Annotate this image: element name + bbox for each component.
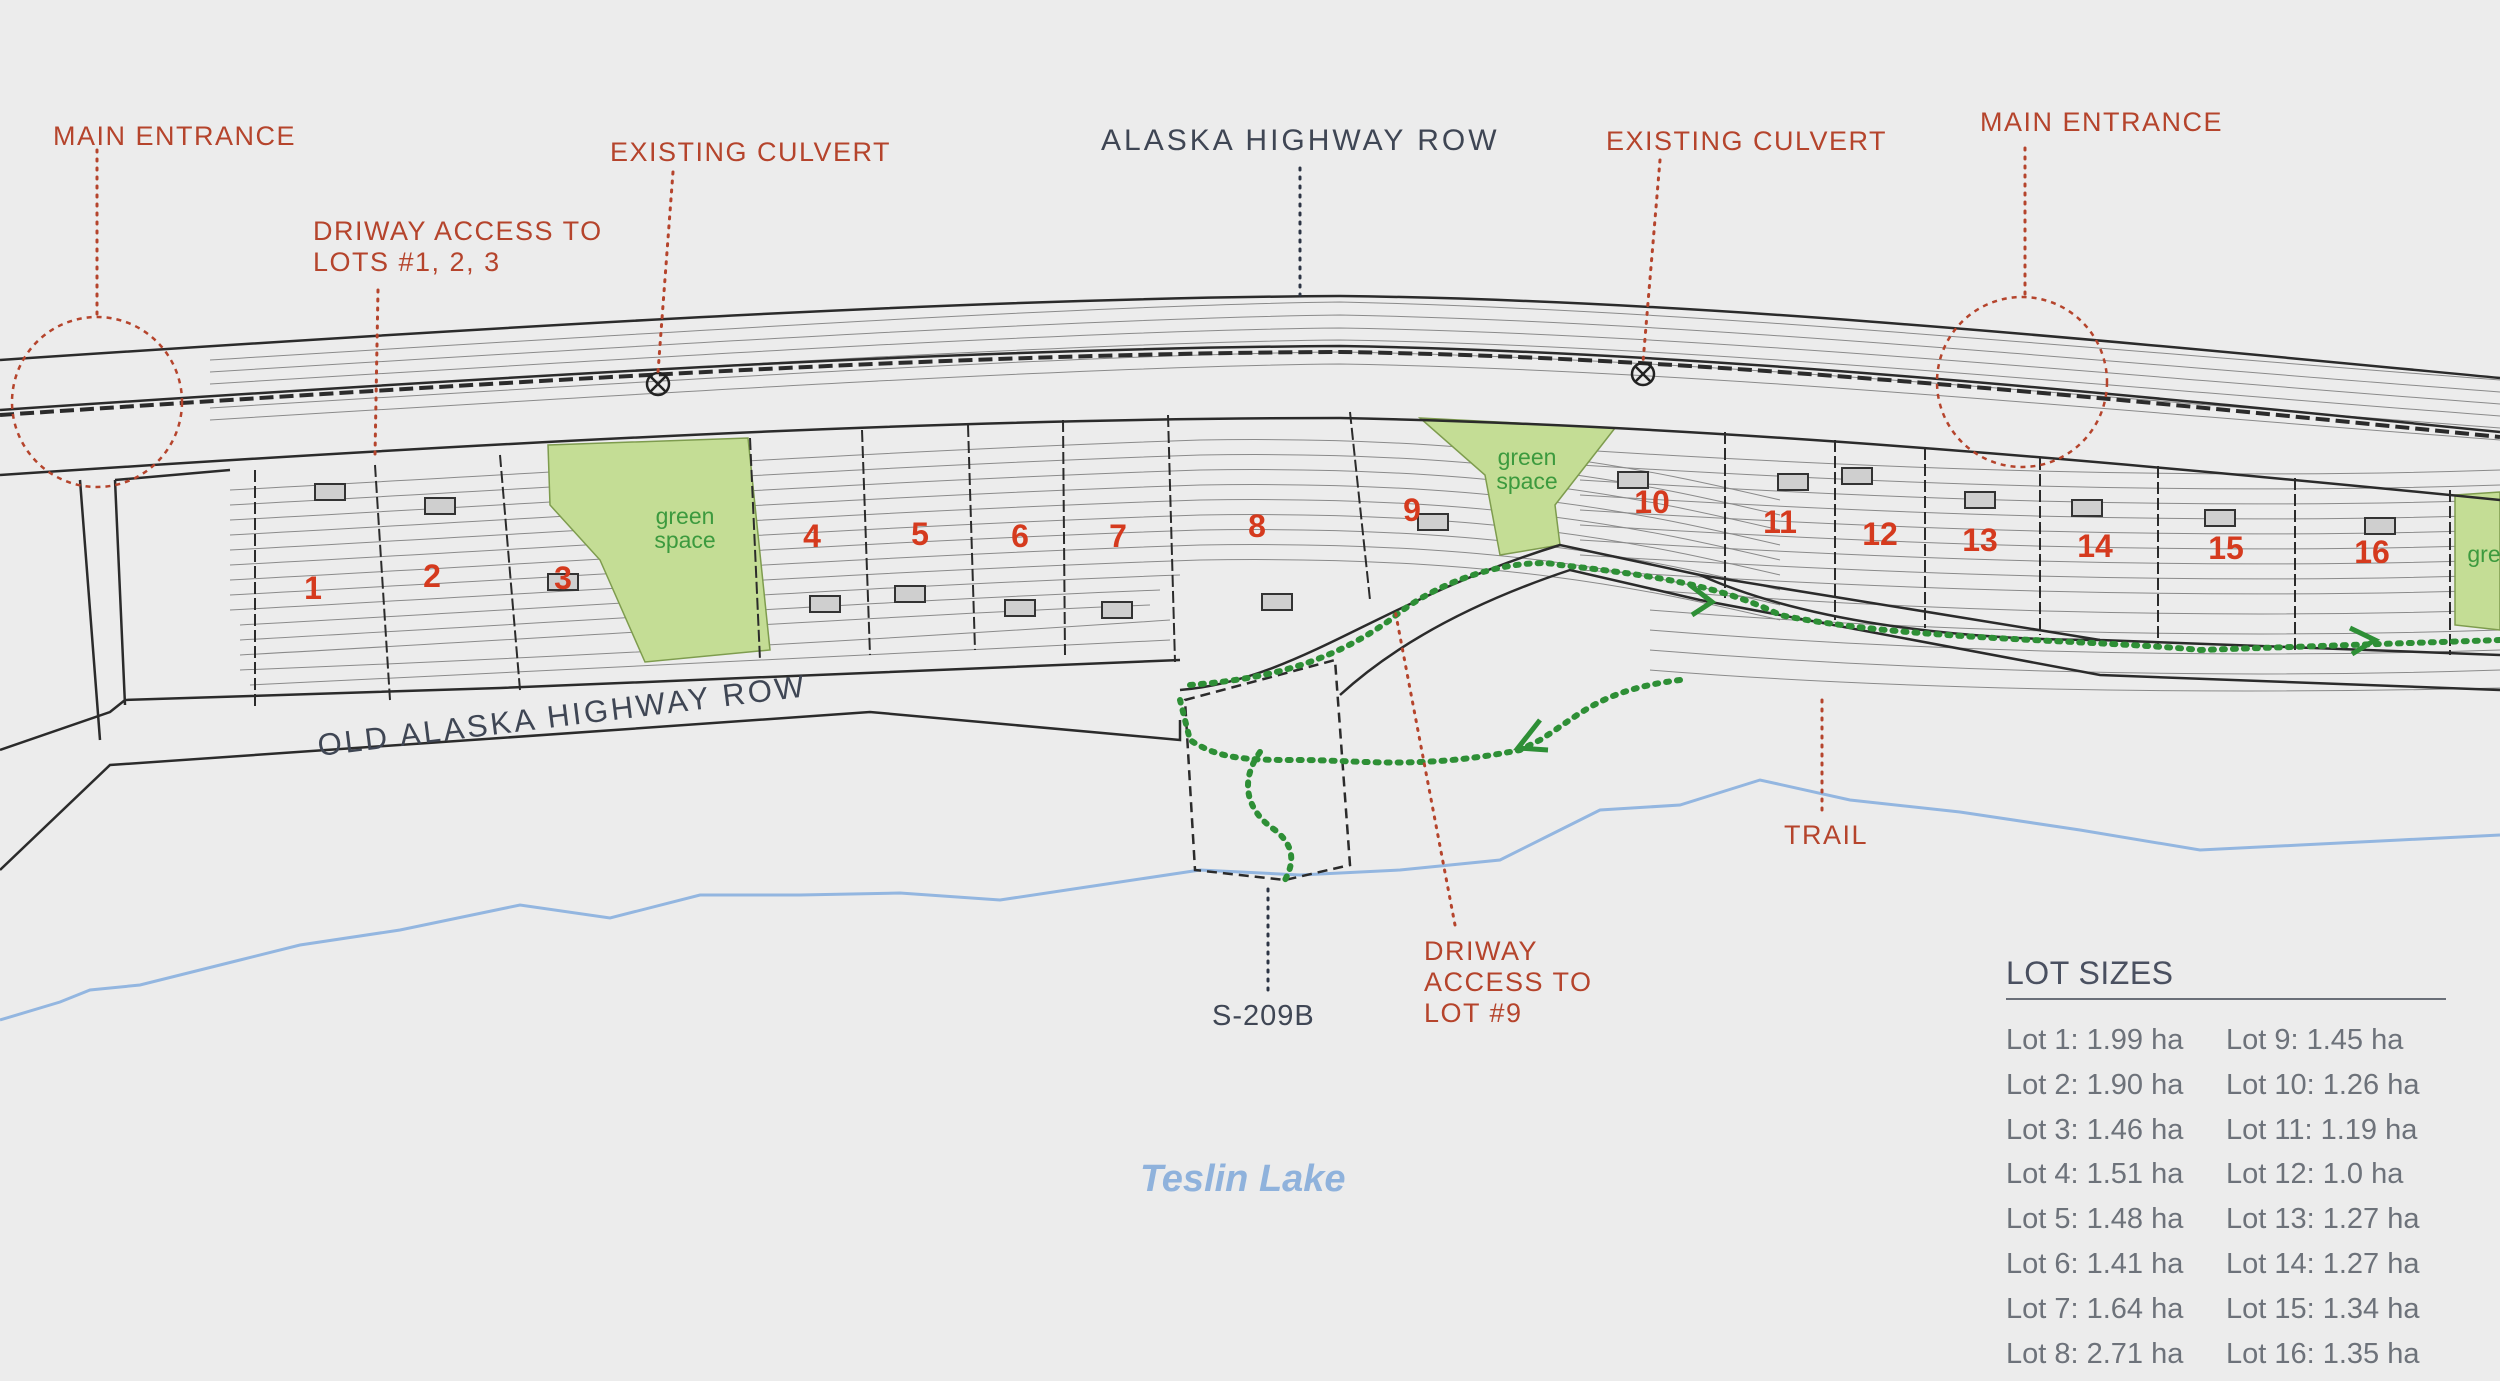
callout-driveway-access-lot-9: DRIWAY ACCESS TO LOT #9 (1424, 936, 1593, 1028)
lot-size-entry: Lot 15: 1.34 ha (2226, 1292, 2420, 1325)
entrance-circle-left (10, 315, 184, 489)
green-space-label: green space (654, 503, 716, 553)
lot-sizes-left-column: Lot 1: 1.99 ha Lot 2: 1.90 ha Lot 3: 1.4… (2006, 1018, 2226, 1376)
lot-number: 1 (304, 570, 322, 606)
lot-size-entry: Lot 13: 1.27 ha (2226, 1203, 2420, 1236)
lot-number: 3 (554, 560, 572, 596)
lot-size-entry: Lot 3: 1.46 ha (2006, 1113, 2184, 1146)
lot-number: 12 (1862, 516, 1898, 552)
green-space-east (2454, 491, 2500, 631)
green-space-label-partial: gre (2467, 541, 2500, 567)
callout-leaders (95, 146, 2027, 992)
parcel-s209b-outline (1183, 658, 1352, 882)
lot-number: 2 (423, 558, 441, 594)
lot-size-entry: Lot 11: 1.19 ha (2226, 1113, 2418, 1146)
lot-size-entry: Lot 1: 1.99 ha (2006, 1024, 2184, 1056)
lot-size-entry: Lot 2: 1.90 ha (2006, 1068, 2184, 1101)
lot-number: 4 (803, 518, 821, 554)
trail-branch-2 (1245, 749, 1295, 883)
callout-existing-culvert-left: EXISTING CULVERT (610, 137, 892, 167)
lot-number: 14 (2077, 528, 2113, 564)
lot-number: 11 (1763, 504, 1797, 540)
lot-size-entry: Lot 9: 1.45 ha (2226, 1024, 2404, 1056)
lot-size-entry: Lot 12: 1.0 ha (2226, 1158, 2404, 1191)
lot-number: 10 (1634, 484, 1670, 520)
lot-number: 15 (2208, 530, 2244, 566)
lot-size-entry: Lot 8: 2.71 ha (2006, 1337, 2184, 1370)
lot-dividers (254, 411, 2451, 710)
lake-label: Teslin Lake (1140, 1158, 1346, 1200)
lot-number: 8 (1248, 508, 1266, 544)
lot-number: 13 (1962, 522, 1998, 558)
callout-driveway-access-lots-1-2-3: DRIWAY ACCESS TO LOTS #1, 2, 3 (313, 216, 603, 277)
green-space-lots-3-4 (547, 437, 771, 663)
callout-main-entrance-left: MAIN ENTRANCE (53, 121, 297, 151)
lot-number: 9 (1403, 492, 1421, 528)
trail-branch (1177, 677, 1683, 766)
lot-number: 16 (2354, 534, 2390, 570)
trail-arrow-icon (2348, 625, 2381, 657)
callout-trail: TRAIL (1784, 820, 1869, 850)
culvert-icon (645, 361, 1656, 397)
alaska-highway (0, 294, 2500, 502)
lot-size-entry: Lot 10: 1.26 ha (2226, 1068, 2420, 1101)
lot-size-entry: Lot 4: 1.51 ha (2006, 1158, 2184, 1191)
lot-sizes-title: LOT SIZES (2006, 955, 2446, 1000)
lot-number: 6 (1011, 518, 1029, 554)
lot-number: 7 (1109, 518, 1127, 554)
lot-sizes-right-column: Lot 9: 1.45 ha Lot 10: 1.26 ha Lot 11: 1… (2226, 1018, 2446, 1376)
lot-size-entry: Lot 7: 1.64 ha (2006, 1292, 2184, 1325)
lot-size-entry: Lot 6: 1.41 ha (2006, 1247, 2184, 1280)
trail-arrow-icon (1513, 718, 1549, 753)
lot-number: 5 (911, 516, 929, 552)
green-space-label: green space (1496, 444, 1558, 494)
parcel-s209b-label: S-209B (1212, 1000, 1315, 1032)
trail-path (1187, 560, 2500, 688)
lot-size-entry: Lot 5: 1.48 ha (2006, 1203, 2184, 1236)
trail-arrow-icon (1688, 583, 1717, 618)
building-footprints (314, 467, 2396, 619)
lot-size-entry: Lot 16: 1.35 ha (2226, 1337, 2420, 1370)
entrance-circle-right (1935, 295, 2109, 469)
callout-alaska-highway-row: ALASKA HIGHWAY ROW (1101, 124, 1500, 157)
lot-sizes-legend: LOT SIZES Lot 1: 1.99 ha Lot 2: 1.90 ha … (2006, 955, 2446, 1376)
callout-existing-culvert-right: EXISTING CULVERT (1606, 126, 1888, 156)
lot-size-entry: Lot 14: 1.27 ha (2226, 1247, 2420, 1280)
callout-main-entrance-right: MAIN ENTRANCE (1980, 107, 2224, 137)
